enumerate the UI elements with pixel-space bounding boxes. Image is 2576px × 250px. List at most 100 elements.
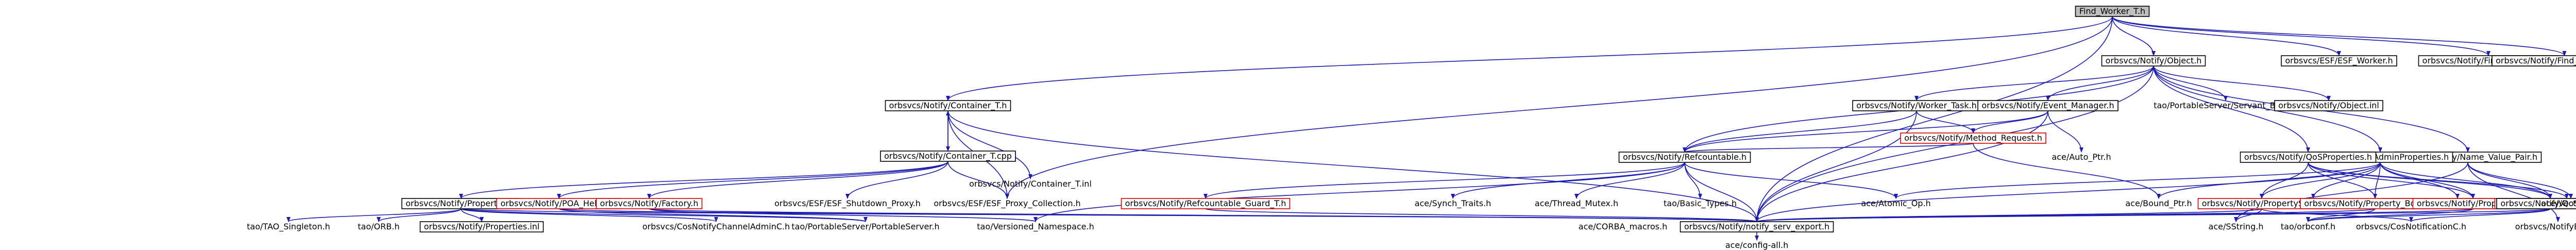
node-label: orbsvcs/ESF/ESF_Shutdown_Proxy.h [774, 198, 921, 209]
node-box [419, 221, 544, 232]
node-tao-corba[interactable]: tao/orbconf.h [2281, 222, 2335, 231]
edge-qos-props-to-prop-seq [2260, 162, 2309, 199]
edge-name-value-to-property-h [2467, 162, 2552, 199]
edge-name-value-to-notify-extc [2467, 162, 2560, 222]
node-label: orbsvcs/Notify/Refcountable.h [1623, 152, 1747, 162]
node-nc-cpp[interactable]: orbsvcs/Notify/Container_T.cpp [880, 151, 1016, 162]
edge-factory-to-notify-export [649, 208, 1758, 222]
node-fw-cpp[interactable]: orbsvcs/Notify/Find_Worker_T.cpp [2492, 55, 2576, 66]
node-cos-admin[interactable]: orbsvcs/CosNotifyChannelAdminC.h [642, 222, 790, 231]
node-tao-singleton[interactable]: tao/TAO_Singleton.h [247, 222, 330, 232]
edge-event-mgr-to-notify-export [1755, 110, 2048, 222]
edge-root-to-notify-export [1755, 16, 2113, 222]
node-refcount-guard[interactable]: orbsvcs/Notify/Refcountable_Guard_T.h [1121, 198, 1291, 209]
node-esf-proxy-coll[interactable]: orbsvcs/ESF/ESF_Proxy_Collection.h [934, 198, 1080, 209]
edge-nc-cpp-to-esf-proxy-coll [947, 161, 1009, 199]
edge-name-value-to-vector-t [2467, 162, 2573, 199]
node-refcountable[interactable]: orbsvcs/Notify/Refcountable.h [1618, 152, 1751, 163]
edge-nobj-h-to-qos-props [2153, 65, 2310, 153]
node-portable-server[interactable]: tao/PortableServer/PortableServer.h [791, 222, 939, 231]
node-auto-ptr[interactable]: ace/Auto_Ptr.h [2052, 152, 2111, 162]
node-label: orbsvcs/Notify/Container_T.h [889, 101, 1007, 111]
node-nobj-h[interactable]: orbsvcs/Notify/Object.h [2101, 55, 2206, 66]
edge-root-to-fw-cpp [2112, 16, 2567, 56]
node-atomic-op[interactable]: ace/Atomic_Op.h [1861, 198, 1930, 209]
node-label: ace/Bound_Ptr.h [2125, 198, 2192, 209]
edge-nobj-h-to-servant-base [2153, 65, 2228, 101]
node-box [2281, 55, 2397, 66]
edge-worker-task-to-refcountable [1683, 110, 1917, 153]
node-factory[interactable]: orbsvcs/Notify/Factory.h [596, 198, 703, 209]
node-bound-ptr[interactable]: ace/Bound_Ptr.h [2125, 198, 2192, 209]
edge-property-h-to-notify-export [1755, 208, 2551, 222]
edge-admin-props-to-notify-export [1755, 162, 2381, 222]
node-basic-types[interactable]: tao/Basic_Types.h [1664, 198, 1737, 209]
node-qos-props-inl[interactable]: orbsvcs/Notify/QoSProperties.inl [2496, 198, 2576, 209]
node-nc-h[interactable]: orbsvcs/Notify/Container_T.h [885, 100, 1011, 111]
node-box [1977, 100, 2119, 111]
edge-property-h-to-cos-notif [2409, 208, 2551, 222]
edge-event-mgr-to-method-req [1971, 110, 2048, 134]
node-label: orbsvcs/Notify/Factory.h [600, 198, 699, 208]
node-label: orbsvcs/Notify/Properties.h [405, 198, 517, 208]
edge-refcount-guard-to-notify-export [1205, 208, 1759, 222]
node-notify-export[interactable]: orbsvcs/Notify/notify_serv_export.h [1680, 221, 1834, 232]
node-root[interactable]: Find_Worker_T.h [2075, 6, 2150, 17]
node-label: orbsvcs/ESF/ESF_Proxy_Collection.h [934, 198, 1080, 209]
node-properties-inl[interactable]: orbsvcs/Notify/Properties.inl [419, 221, 544, 232]
edge-refcountable-to-refcount-guard [1204, 162, 1685, 199]
node-label: ace/CORBA_macros.h [1579, 222, 1667, 232]
node-label: orbsvcs/Notify/Object.inl [2278, 101, 2379, 110]
edge-nobj-h-to-notify-export [1755, 65, 2154, 222]
node-label: orbsvcs/Notify/Container_T.inl [969, 179, 1092, 189]
edge-admin-props-to-cond-thread [2311, 162, 2381, 199]
edge-qos-props-to-prop-bool [2308, 162, 2377, 199]
node-label: orbsvcs/Notify/Event_Manager.h [1981, 101, 2114, 111]
node-prop-bool[interactable]: orbsvcs/Notify/Property_Boolean.h [2300, 198, 2450, 209]
node-label: orbsvcs/Notify/Property_Boolean.h [2304, 198, 2446, 209]
node-label: tao/orbconf.h [2281, 222, 2335, 231]
node-thread-mutex[interactable]: ace/Thread_Mutex.h [1535, 198, 1618, 209]
edge-refcountable-to-notify-export [1684, 162, 1759, 222]
node-esf-shutdown[interactable]: orbsvcs/ESF/ESF_Shutdown_Proxy.h [774, 198, 921, 209]
edge-admin-props-to-prop-seq [2260, 162, 2381, 199]
node-versioned-ns[interactable]: tao/Versioned_Namespace.h [977, 222, 1094, 232]
node-synch-traits[interactable]: ace/Synch_Traits.h [1415, 198, 1492, 209]
node-box [2274, 100, 2383, 111]
node-label: tao/Basic_Types.h [1664, 198, 1737, 209]
node-vector-t[interactable]: ace/Vector_T.h [2541, 198, 2576, 209]
node-config-all[interactable]: ace/config-all.h [1725, 240, 1789, 250]
node-qos-props[interactable]: orbsvcs/Notify/QoSProperties.h [2240, 152, 2377, 163]
edge-nc-cpp-to-properties-h [459, 161, 948, 199]
node-esf-worker[interactable]: orbsvcs/ESF/ESF_Worker.h [2281, 55, 2397, 66]
node-label: orbsvcs/NotifyExtC.h [2515, 222, 2576, 231]
node-orb-h[interactable]: tao/ORB.h [358, 222, 399, 231]
node-label: ace/Auto_Ptr.h [2052, 152, 2111, 162]
edge-method-req-to-refcountable [1683, 143, 1974, 153]
node-cos-notif[interactable]: orbsvcs/CosNotificationC.h [2356, 222, 2466, 231]
node-worker-task[interactable]: orbsvcs/Notify/Worker_Task.h [1852, 100, 1981, 111]
edge-nc-cpp-to-factory [647, 161, 948, 199]
node-label: tao/PortableServer/Servant_Base.h [2154, 101, 2298, 111]
edge-root-to-esf-worker [2112, 16, 2341, 56]
node-notify-extc[interactable]: orbsvcs/NotifyExtC.h [2515, 222, 2576, 231]
node-nc-inl[interactable]: orbsvcs/Notify/Container_T.inl [969, 179, 1092, 189]
node-sstring[interactable]: ace/SString.h [2209, 222, 2264, 231]
edge-qos-props-to-prop-t [2308, 162, 2475, 199]
node-properties-h[interactable]: orbsvcs/Notify/Properties.h [401, 198, 521, 209]
node-poa-helper[interactable]: orbsvcs/Notify/POA_Helper.h [496, 198, 622, 209]
edge-method-req-to-bound-ptr [1973, 143, 2161, 199]
node-method-req[interactable]: orbsvcs/Notify/Method_Request.h [1900, 132, 2046, 144]
edge-root-to-nobj-h [2112, 16, 2156, 56]
node-corba-macros[interactable]: ace/CORBA_macros.h [1579, 222, 1667, 232]
node-servant-base[interactable]: tao/PortableServer/Servant_Base.h [2154, 101, 2298, 111]
edge-refcountable-to-synch-traits [1451, 162, 1685, 199]
node-nobj-inl[interactable]: orbsvcs/Notify/Object.inl [2274, 100, 2383, 111]
node-label: ace/SString.h [2209, 222, 2264, 231]
node-event-mgr[interactable]: orbsvcs/Notify/Event_Manager.h [1977, 100, 2119, 111]
edge-qos-props-to-qos-props-inl [2308, 162, 2569, 199]
edge-prop-t-to-tao-corba [2306, 208, 2473, 222]
node-box [2496, 198, 2576, 209]
edge-refcountable-to-atomic-op [1684, 162, 1898, 199]
node-label: ace/config-all.h [1725, 240, 1789, 250]
